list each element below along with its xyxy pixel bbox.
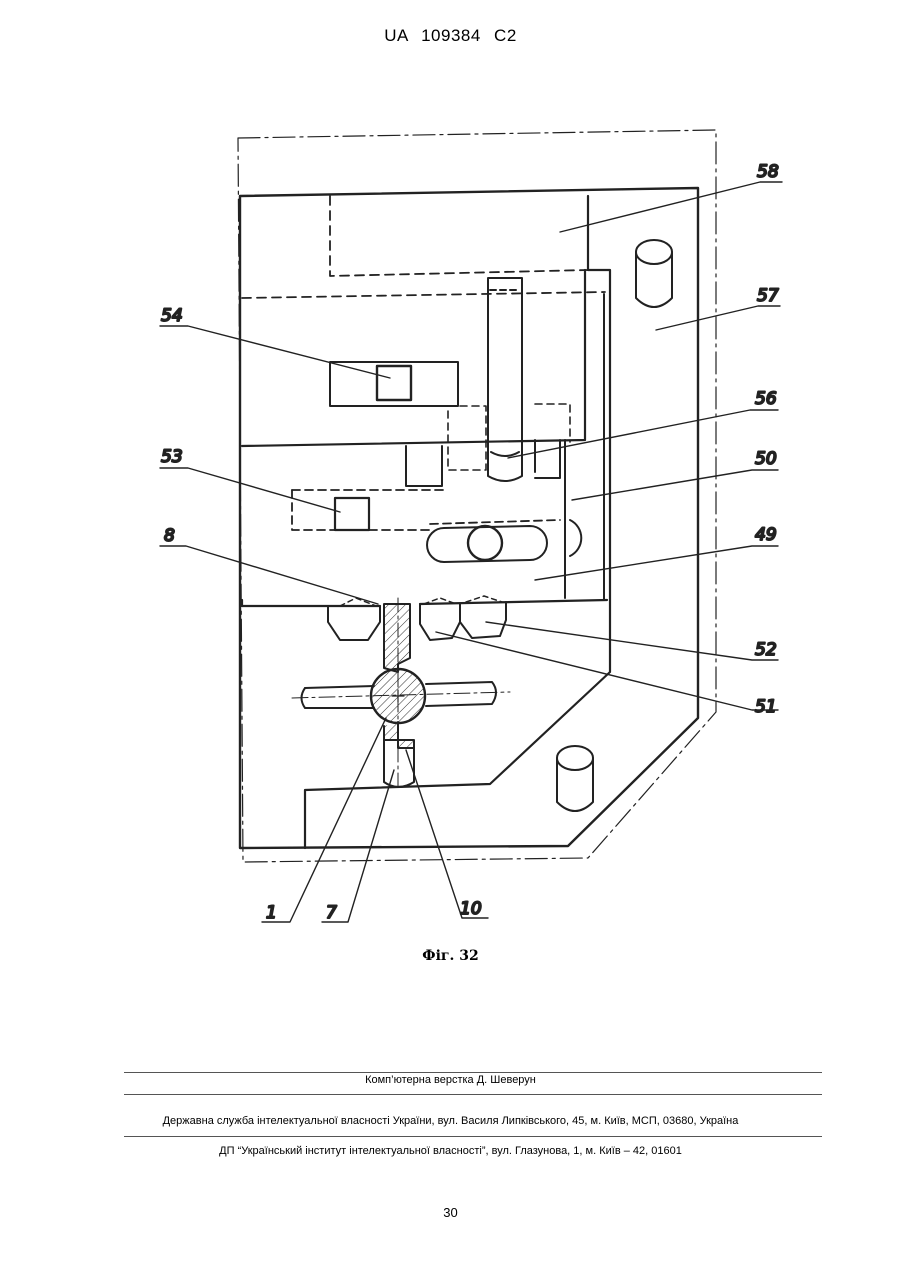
rod-56 [488, 278, 522, 481]
frame-part-57 [240, 188, 698, 848]
label-1: 1 [266, 903, 277, 923]
agency-address: Державна служба інтелектуальної власност… [0, 1115, 901, 1127]
footer-rule-bottom [124, 1136, 822, 1137]
pin-upper [636, 240, 672, 307]
label-8: 8 [164, 526, 175, 546]
small-blocks-hidden [448, 404, 570, 470]
institute-address: ДП “Український інститут інтелектуальної… [0, 1145, 901, 1157]
pin-lower [557, 746, 593, 811]
label-57: 57 [757, 286, 779, 306]
label-10: 10 [460, 899, 482, 919]
layout-credit: Комп’ютерна верстка Д. Шеверун [0, 1074, 901, 1086]
label-53: 53 [161, 447, 183, 467]
hidden-block-58 [242, 196, 605, 298]
small-blocks [406, 440, 560, 486]
label-52: 52 [755, 640, 777, 660]
inner-body [242, 196, 610, 848]
label-56: 56 [755, 389, 777, 409]
block-54 [330, 362, 458, 406]
document-header: UA 109384 C2 [0, 26, 901, 46]
label-49: 49 [755, 525, 777, 545]
label-7: 7 [326, 903, 337, 923]
shaft-assembly [371, 598, 425, 790]
housing-outline [238, 130, 716, 862]
patent-drawing: 58 57 54 56 53 50 8 49 52 51 1 7 10 [150, 100, 800, 940]
footer-rule-top [124, 1072, 822, 1073]
teeth-52 [328, 602, 506, 640]
page-number: 30 [0, 1205, 901, 1220]
label-51: 51 [755, 697, 777, 717]
footer-rule-middle [124, 1094, 822, 1095]
slot-roller [427, 520, 581, 562]
label-54: 54 [161, 306, 183, 326]
label-58: 58 [757, 162, 779, 182]
label-50: 50 [755, 449, 777, 469]
figure-caption: Фіг. 32 [0, 948, 901, 964]
